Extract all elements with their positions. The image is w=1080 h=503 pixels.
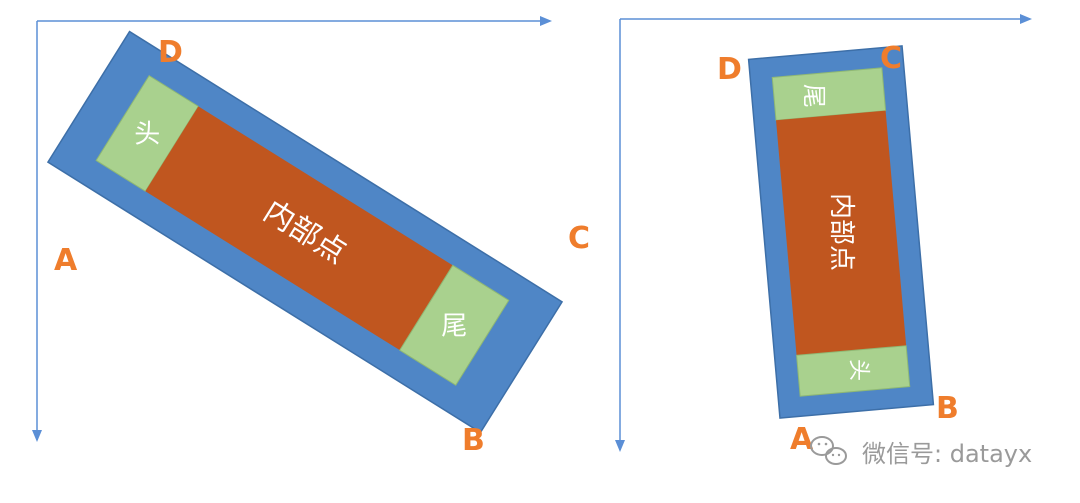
right-box: 尾 内部点 头 — [747, 45, 935, 419]
right-corner-b: B — [936, 391, 959, 426]
left-panel: 头 内部点 尾 D A C B — [32, 16, 590, 458]
left-corner-c: C — [568, 221, 590, 256]
left-box: 头 内部点 尾 — [46, 30, 564, 434]
right-tail-label: 尾 — [800, 84, 828, 108]
right-corner-d: D — [717, 52, 742, 87]
left-corner-d: D — [158, 35, 183, 70]
right-head-cell — [796, 345, 911, 397]
right-panel: 尾 内部点 头 D C B A — [615, 14, 1032, 457]
right-core-label: 内部点 — [826, 193, 856, 271]
right-head-label: 头 — [846, 359, 871, 381]
left-corner-a: A — [54, 243, 78, 278]
right-corner-a: A — [790, 422, 814, 457]
left-tail-label: 尾 — [441, 311, 467, 341]
watermark-text: 微信号: datayx — [862, 440, 1032, 468]
left-head-label: 头 — [134, 119, 160, 149]
watermark: 微信号: datayx — [810, 436, 1032, 468]
left-tail-cell — [399, 264, 510, 386]
right-core-cell — [776, 110, 907, 356]
left-corner-b: B — [462, 423, 485, 458]
right-corner-c: C — [880, 41, 902, 76]
wechat-icon — [810, 436, 847, 465]
left-core-cell — [145, 106, 453, 351]
